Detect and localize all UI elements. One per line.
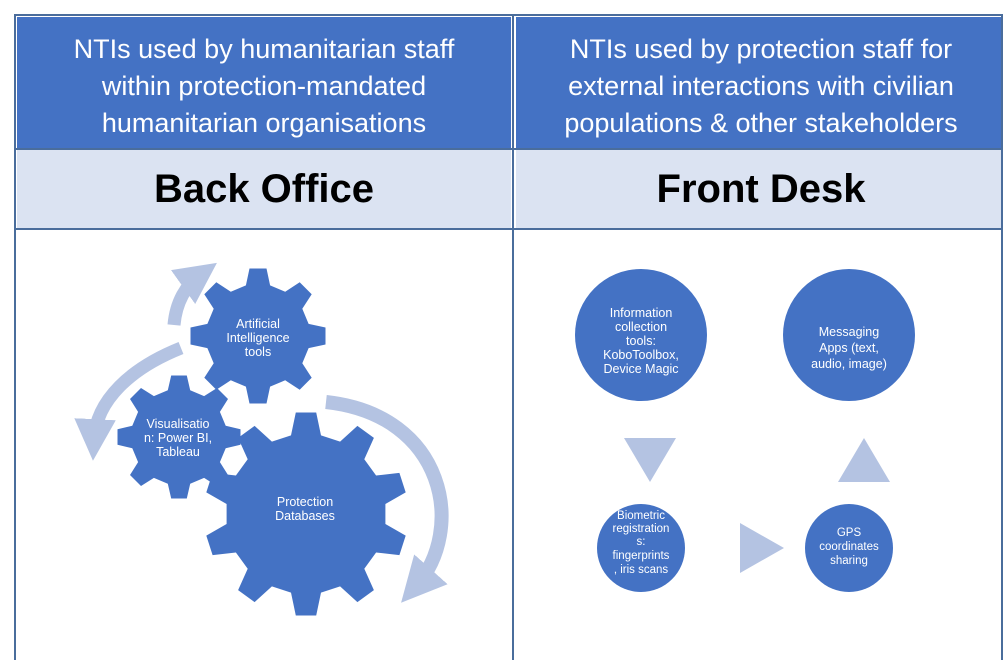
- arrow-right: [740, 523, 784, 573]
- back-office-title-cell: Back Office: [17, 150, 511, 228]
- gear-ai-label-2: Intelligence: [226, 331, 289, 345]
- node-bio-label-2: registration: [613, 523, 670, 535]
- node-bio-label-5: , iris scans: [614, 564, 669, 576]
- gear-ai: [190, 268, 326, 404]
- arrow-down: [624, 438, 676, 482]
- gear-visualisation: [117, 375, 241, 499]
- node-bio-label-4: fingerprints: [613, 550, 670, 562]
- node-information-collection: [575, 269, 707, 401]
- back-office-diagram: Artificial Intelligence tools Visualisat…: [74, 262, 449, 616]
- cycle-arrow-top: [167, 262, 217, 326]
- node-gps-label-3: sharing: [830, 555, 868, 567]
- gear-db-label-1: Protection: [277, 495, 333, 509]
- table-left-border: [14, 14, 16, 660]
- node-info-label-4: KoboToolbox,: [603, 348, 679, 362]
- front-desk-title-cell: Front Desk: [516, 150, 1003, 228]
- table-mid-border: [512, 14, 514, 660]
- gear-vis-label-3: Tableau: [156, 445, 200, 459]
- node-gps-label-1: GPS: [837, 527, 862, 539]
- front-desk-title: Front Desk: [656, 166, 866, 211]
- cycle-arrow-right: [325, 395, 449, 603]
- node-info-label-2: collection: [615, 320, 667, 334]
- front-desk-diagram: Information collection tools: KoboToolbo…: [575, 269, 915, 592]
- cycle-arrow-left: [74, 341, 184, 461]
- back-office-title: Back Office: [153, 166, 375, 211]
- header-left-line-3: humanitarian organisations: [101, 108, 427, 138]
- arrow-up: [838, 438, 890, 482]
- header-left: NTIs used by humanitarian staff within p…: [17, 17, 511, 149]
- node-gps-label-2: coordinates: [819, 541, 879, 553]
- gear-vis-label-1: Visualisatio: [146, 417, 209, 431]
- node-info-label-3: tools:: [626, 334, 656, 348]
- node-msg-label-1: Messaging: [819, 325, 879, 339]
- header-right: NTIs used by protection staff for extern…: [516, 17, 1003, 149]
- node-info-label-1: Information: [610, 306, 673, 320]
- header-right-line-3: populations & other stakeholders: [564, 108, 958, 138]
- header-right-line-1: NTIs used by protection staff for: [569, 34, 953, 64]
- table-row-border-1: [14, 148, 1003, 150]
- gear-ai-label-3: tools: [245, 345, 271, 359]
- table-top-border: [14, 14, 1003, 16]
- table-row-border-2: [14, 228, 1003, 230]
- header-right-line-2: external interactions with civilian: [568, 71, 954, 101]
- node-msg-label-3: audio, image): [811, 357, 887, 371]
- node-info-label-5: Device Magic: [603, 362, 678, 376]
- node-bio-label-1: Biometric: [617, 510, 665, 522]
- node-msg-label-2: Apps (text,: [819, 341, 879, 355]
- gear-databases: [206, 412, 406, 616]
- gear-vis-label-2: n: Power BI,: [144, 431, 212, 445]
- node-bio-label-3: s:: [637, 536, 646, 548]
- header-left-line-2: within protection-mandated: [101, 71, 427, 101]
- node-messaging-apps: [783, 269, 915, 401]
- node-gps: [805, 504, 893, 592]
- table-right-border: [1001, 14, 1003, 660]
- node-biometric: [597, 504, 685, 592]
- header-left-line-1: NTIs used by humanitarian staff: [73, 34, 455, 64]
- gear-db-label-2: Databases: [275, 509, 335, 523]
- gear-ai-label-1: Artificial: [236, 317, 280, 331]
